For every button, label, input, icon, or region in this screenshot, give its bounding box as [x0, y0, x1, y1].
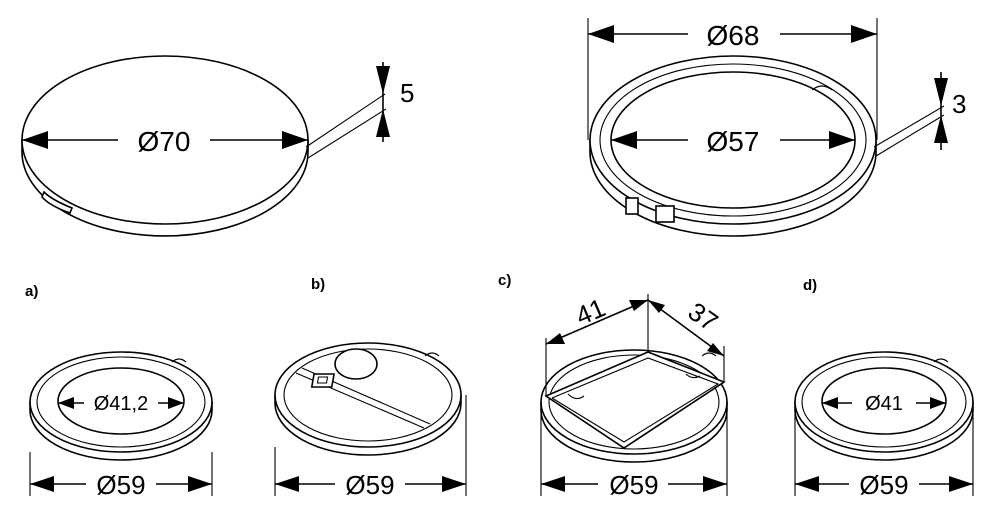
ring-inner-diameter-dimension: Ø57: [611, 121, 855, 157]
variant-d-inner-dimension: Ø41: [822, 390, 946, 416]
cover-diameter-label: Ø70: [138, 126, 191, 157]
cover-height-label: 5: [400, 78, 414, 108]
variant-d-outer-dimension: Ø59: [794, 410, 974, 501]
variant-b-outer-dimension: Ø59: [274, 395, 467, 501]
variant-d-outer-label: Ø59: [859, 470, 908, 500]
ring-outer-diameter-dimension: Ø68: [587, 16, 878, 140]
variant-d-ring: [794, 351, 974, 461]
variant-c-label: c): [498, 272, 511, 289]
variant-d-inner-label: Ø41: [865, 393, 903, 415]
variant-a-inner-label: Ø41,2: [94, 393, 148, 415]
variant-a-inner-dimension: Ø41,2: [58, 390, 184, 416]
variant-d-label: d): [803, 277, 817, 294]
variant-c-outer-label: Ø59: [609, 470, 658, 500]
variant-c-outer-dimension: Ø59: [540, 410, 728, 501]
variant-c-width-label: 41: [571, 292, 609, 331]
ring-inner-diameter-label: Ø57: [707, 126, 760, 157]
variant-b-cover: [274, 342, 462, 456]
cover-height-dimension: 5: [376, 62, 414, 142]
variant-a-label: a): [25, 283, 38, 300]
ring-height-dimension: 3: [934, 72, 966, 150]
variant-b-outer-label: Ø59: [345, 470, 394, 500]
ring-height-label: 3: [952, 89, 966, 119]
ring-outer-diameter-label: Ø68: [707, 20, 760, 51]
cover-part: [21, 55, 387, 237]
cover-diameter-dimension: Ø70: [22, 120, 308, 158]
variant-b-label: b): [311, 276, 325, 293]
variant-a-outer-label: Ø59: [96, 470, 145, 500]
variant-a-outer-dimension: Ø59: [29, 452, 213, 501]
variant-c-cover: [540, 349, 728, 463]
